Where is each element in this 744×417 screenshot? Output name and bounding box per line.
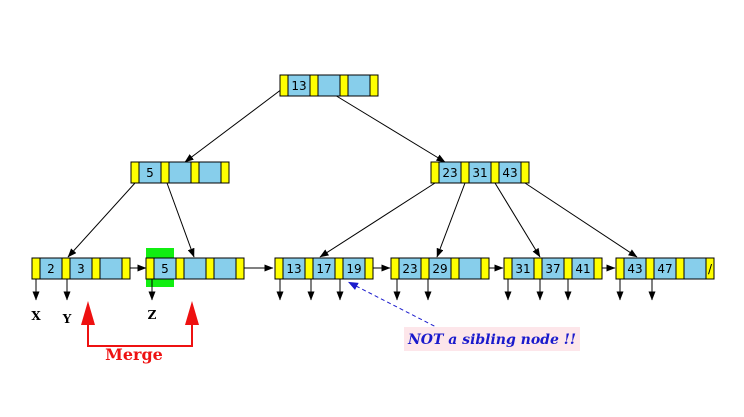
edge-root-to-right [319, 85, 446, 163]
key-cell [183, 257, 207, 280]
pointer-cell [91, 257, 101, 280]
key-value: 23 [442, 166, 457, 180]
pointer-cell [145, 257, 155, 280]
key-cell [99, 257, 123, 280]
key-value: 13 [286, 262, 301, 276]
pointer-cell [364, 257, 374, 280]
pointer-cell [645, 257, 655, 280]
root-node: 13 [279, 74, 379, 97]
pointer-cell [705, 257, 715, 280]
pointer-cell [274, 257, 284, 280]
sibling-note: NOT a sibling node !! [347, 281, 580, 351]
pointer-cell [205, 257, 215, 280]
merge-arrow-left-icon [81, 301, 95, 325]
key-value: 3 [77, 262, 85, 276]
pointer-cell [369, 74, 379, 97]
label-x: X [31, 309, 41, 323]
pointer-cell [503, 257, 513, 280]
key-value: 23 [402, 262, 417, 276]
key-cell [458, 257, 482, 280]
pointer-cell [130, 161, 140, 184]
pointer-cell [593, 257, 603, 280]
pointer-cell [235, 257, 245, 280]
null-pointer-mark: / [708, 262, 713, 276]
leaf-node-4: 23 29 [390, 257, 490, 280]
pointer-cell [31, 257, 41, 280]
pointer-cell [220, 161, 230, 184]
tree-edges [67, 85, 638, 258]
pointer-cell [490, 161, 500, 184]
pointer-cell [190, 161, 200, 184]
pointer-cell [390, 257, 400, 280]
note-pointer-arrow [347, 281, 441, 330]
pointer-cell [304, 257, 314, 280]
pointer-cell [175, 257, 185, 280]
key-cell [198, 161, 222, 184]
pointer-cell [480, 257, 490, 280]
key-cell [317, 74, 341, 97]
pointer-cell [615, 257, 625, 280]
pointer-cell [339, 74, 349, 97]
key-value: 29 [432, 262, 447, 276]
key-value: 17 [316, 262, 331, 276]
note-background [404, 327, 580, 351]
key-value: 2 [47, 262, 55, 276]
pointer-cell [675, 257, 685, 280]
pointer-cell [309, 74, 319, 97]
internal-node-right: 23 31 43 [430, 161, 530, 184]
edge-left-to-leaf1 [67, 182, 136, 258]
key-value: 31 [515, 262, 530, 276]
label-z: Z [148, 308, 157, 322]
internal-node-left: 5 [130, 161, 230, 184]
pointer-cell [420, 257, 430, 280]
pointer-cell [430, 161, 440, 184]
pointer-cell [160, 161, 170, 184]
leaf-node-2: 5 [145, 257, 245, 280]
pointer-cell [61, 257, 71, 280]
leaf-node-3: 13 17 19 [274, 257, 374, 280]
key-value: 5 [161, 262, 169, 276]
edge-right-to-leaf4 [436, 182, 466, 258]
merge-bracket [87, 322, 193, 347]
merge-label: Merge [105, 345, 163, 364]
pointer-cell [533, 257, 543, 280]
edge-root-to-left [184, 85, 287, 163]
pointer-cell [460, 161, 470, 184]
key-value: 37 [545, 262, 560, 276]
key-value: 47 [657, 262, 672, 276]
pointer-cell [334, 257, 344, 280]
merge-indicator: Merge [81, 301, 199, 364]
note-text: NOT a sibling node !! [407, 332, 576, 348]
edge-right-to-leaf3 [319, 182, 436, 258]
key-cell [347, 74, 371, 97]
edge-right-to-leaf5 [494, 182, 541, 258]
leaf-node-5: 31 37 41 [503, 257, 603, 280]
key-cell [168, 161, 192, 184]
label-y: Y [62, 312, 72, 326]
key-value: 19 [346, 262, 361, 276]
key-value: 5 [146, 166, 154, 180]
key-value: 41 [575, 262, 590, 276]
edge-left-to-leaf2 [166, 182, 195, 258]
pointer-cell [279, 74, 289, 97]
pointer-cell [121, 257, 131, 280]
key-value: 13 [291, 79, 306, 93]
edge-right-to-leaf6 [524, 182, 638, 258]
merge-arrow-right-icon [185, 301, 199, 325]
leaf-node-6: 43 47 / [615, 257, 715, 280]
key-cell [213, 257, 237, 280]
key-value: 31 [472, 166, 487, 180]
key-value: 43 [502, 166, 517, 180]
key-cell [683, 257, 707, 280]
pointer-cell [520, 161, 530, 184]
key-value: 43 [627, 262, 642, 276]
pointer-cell [450, 257, 460, 280]
pointer-cell [563, 257, 573, 280]
